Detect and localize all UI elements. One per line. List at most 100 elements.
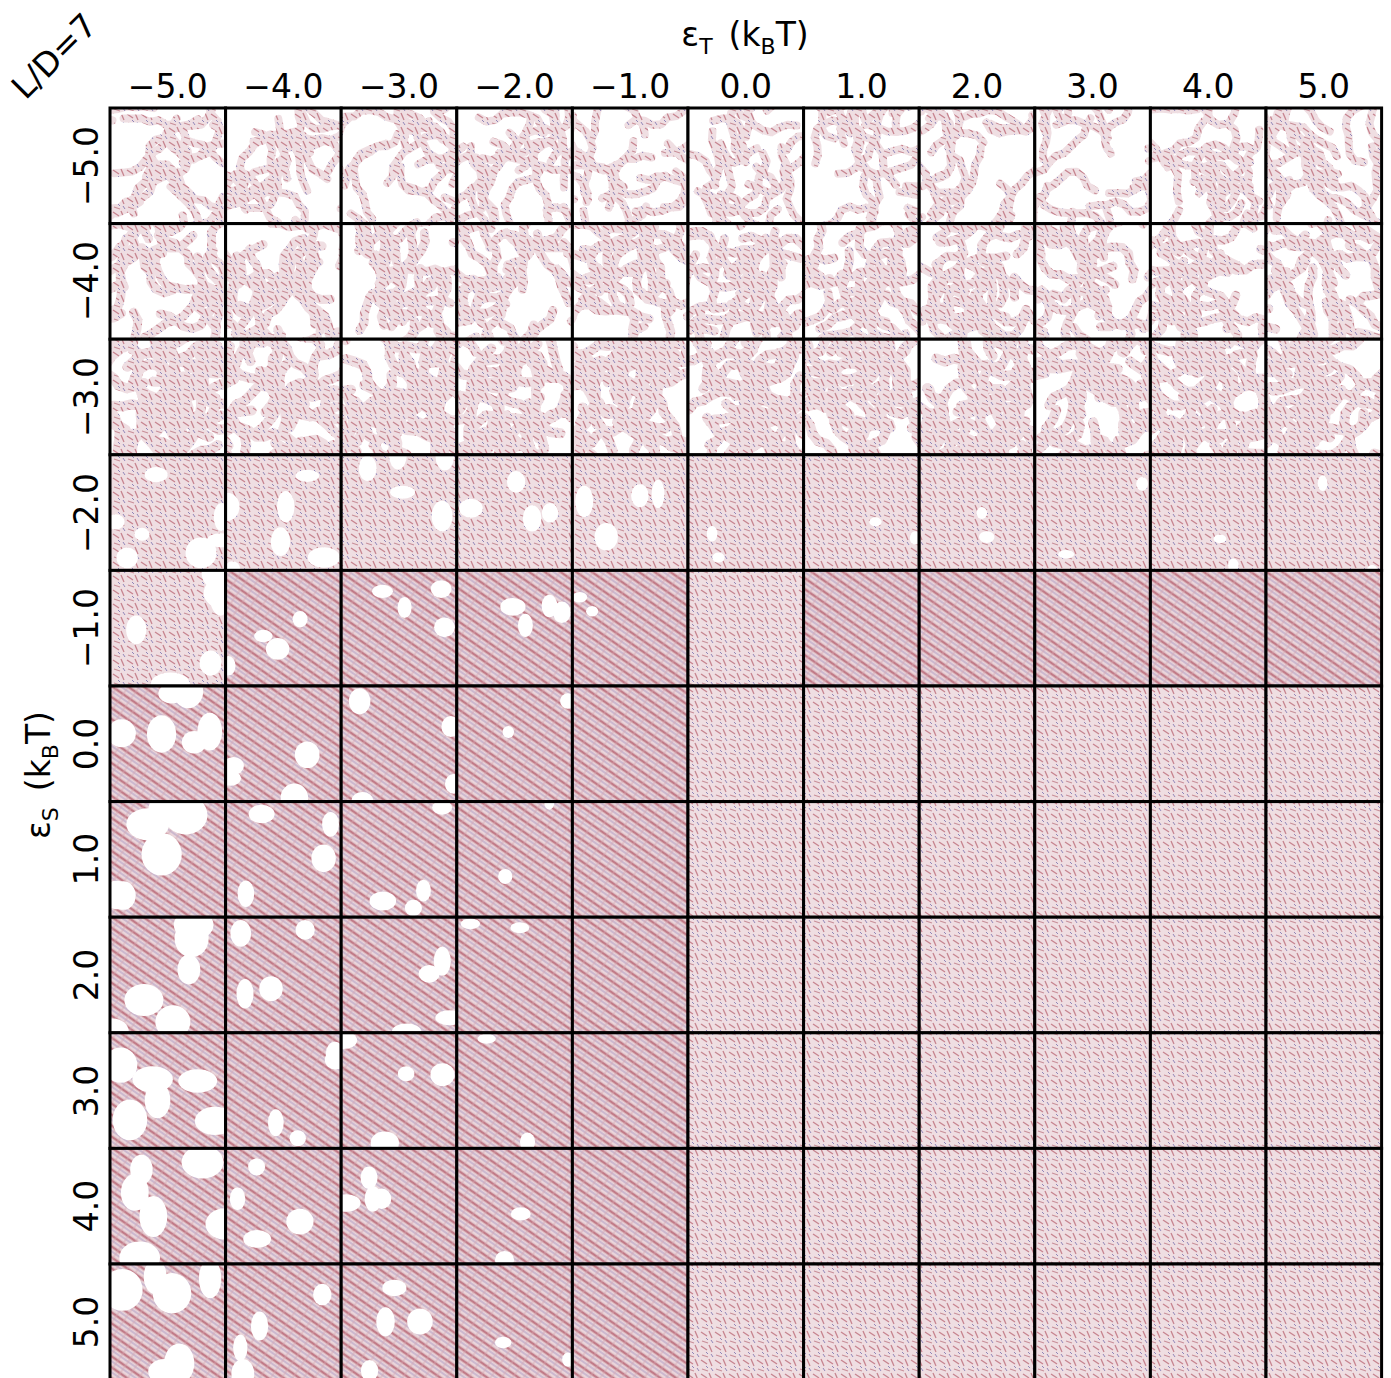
chain-cluster <box>1344 401 1379 455</box>
snapshot <box>1035 917 1151 1033</box>
chain-cluster <box>959 171 1035 224</box>
tick-label: 2.0 <box>70 949 103 1001</box>
void <box>155 1005 190 1032</box>
panel-border <box>919 224 1035 340</box>
void <box>214 503 226 531</box>
panel-border <box>572 1264 688 1378</box>
chain-cluster <box>665 133 688 153</box>
panel-border <box>572 1033 688 1149</box>
panel-border <box>804 802 920 918</box>
snapshot <box>688 455 804 571</box>
chain-cluster <box>988 339 1006 356</box>
chain-cluster <box>457 274 498 284</box>
snapshot <box>226 1148 342 1264</box>
panel-border <box>341 917 457 1033</box>
panel-border <box>1150 917 1266 1033</box>
void <box>372 1189 391 1209</box>
crystal <box>226 802 342 918</box>
phase <box>1035 570 1151 686</box>
chain-cluster <box>688 144 715 186</box>
fluid <box>919 686 1035 802</box>
chain-cluster <box>325 397 341 427</box>
chain-cluster <box>572 108 592 200</box>
chain-cluster <box>815 444 867 454</box>
snapshot <box>457 108 573 224</box>
void <box>290 1130 306 1146</box>
fluid <box>1035 1148 1151 1264</box>
panel-border <box>1035 1033 1151 1149</box>
panel-border <box>110 1033 226 1149</box>
snapshot <box>341 686 457 802</box>
snapshot <box>1150 1148 1266 1264</box>
void <box>233 1335 247 1361</box>
chain-cluster <box>1304 108 1330 132</box>
fluid <box>1150 917 1266 1033</box>
chain-cluster <box>743 290 790 323</box>
panel-border <box>226 339 342 455</box>
panel-border <box>110 570 226 686</box>
panel-border <box>804 455 920 571</box>
chain-cluster <box>986 108 1034 133</box>
chain-cluster <box>110 403 153 428</box>
snapshot <box>1035 686 1151 802</box>
axis-text: −5.0 <box>67 126 106 206</box>
fluid <box>688 802 804 918</box>
void <box>195 1107 226 1135</box>
panel-border <box>919 1148 1035 1264</box>
snapshot <box>457 917 573 1033</box>
chain-cluster <box>1304 138 1341 223</box>
void <box>575 486 593 517</box>
void <box>230 1187 245 1210</box>
chain-cluster <box>721 143 732 202</box>
void <box>248 1158 265 1175</box>
chain-cluster <box>664 237 688 263</box>
chain-cluster <box>1037 238 1115 285</box>
background <box>341 108 457 224</box>
void <box>562 1352 572 1366</box>
void <box>205 1208 225 1239</box>
void <box>134 528 149 541</box>
axis-text: −2.0 <box>475 67 555 106</box>
panel-border <box>919 455 1035 571</box>
void <box>126 616 146 644</box>
chain-cluster <box>366 224 400 284</box>
fluid <box>804 455 920 571</box>
chain-cluster <box>804 264 830 283</box>
snapshot <box>1266 1264 1382 1378</box>
panel-border <box>804 686 920 802</box>
crystal <box>341 1264 457 1378</box>
snapshot <box>1150 108 1266 224</box>
snapshot <box>110 224 226 340</box>
axis-text: (k <box>729 15 761 54</box>
chain-cluster <box>1109 149 1150 193</box>
chain-cluster <box>351 213 419 223</box>
chain-cluster <box>1102 224 1136 258</box>
chain-cluster <box>1218 130 1260 210</box>
chain-cluster <box>938 191 968 224</box>
chain-cluster <box>688 339 710 363</box>
chain-cluster <box>250 249 283 296</box>
snapshot <box>919 108 1035 224</box>
void <box>322 812 339 837</box>
axis-text: 3.0 <box>67 1064 106 1116</box>
panel-border <box>226 686 342 802</box>
axis-title: εS(kBT) <box>22 711 55 839</box>
snapshot <box>1035 1148 1151 1264</box>
panel-border <box>804 1148 920 1264</box>
chain-cluster <box>457 339 477 352</box>
void <box>430 1063 454 1086</box>
chain-cluster <box>572 224 609 264</box>
chain-cluster <box>842 251 872 327</box>
void <box>495 1337 511 1348</box>
panel-border <box>341 108 457 224</box>
panel-border <box>1150 1033 1266 1149</box>
chain-cluster <box>1163 224 1237 249</box>
panel-border <box>110 1148 226 1264</box>
void <box>110 1269 143 1311</box>
tick-label: −4.0 <box>70 241 103 321</box>
crystal <box>341 1033 457 1149</box>
chain-cluster <box>840 127 896 184</box>
chain-cluster <box>665 305 674 339</box>
chain-cluster <box>386 224 448 242</box>
panel-border <box>457 570 573 686</box>
